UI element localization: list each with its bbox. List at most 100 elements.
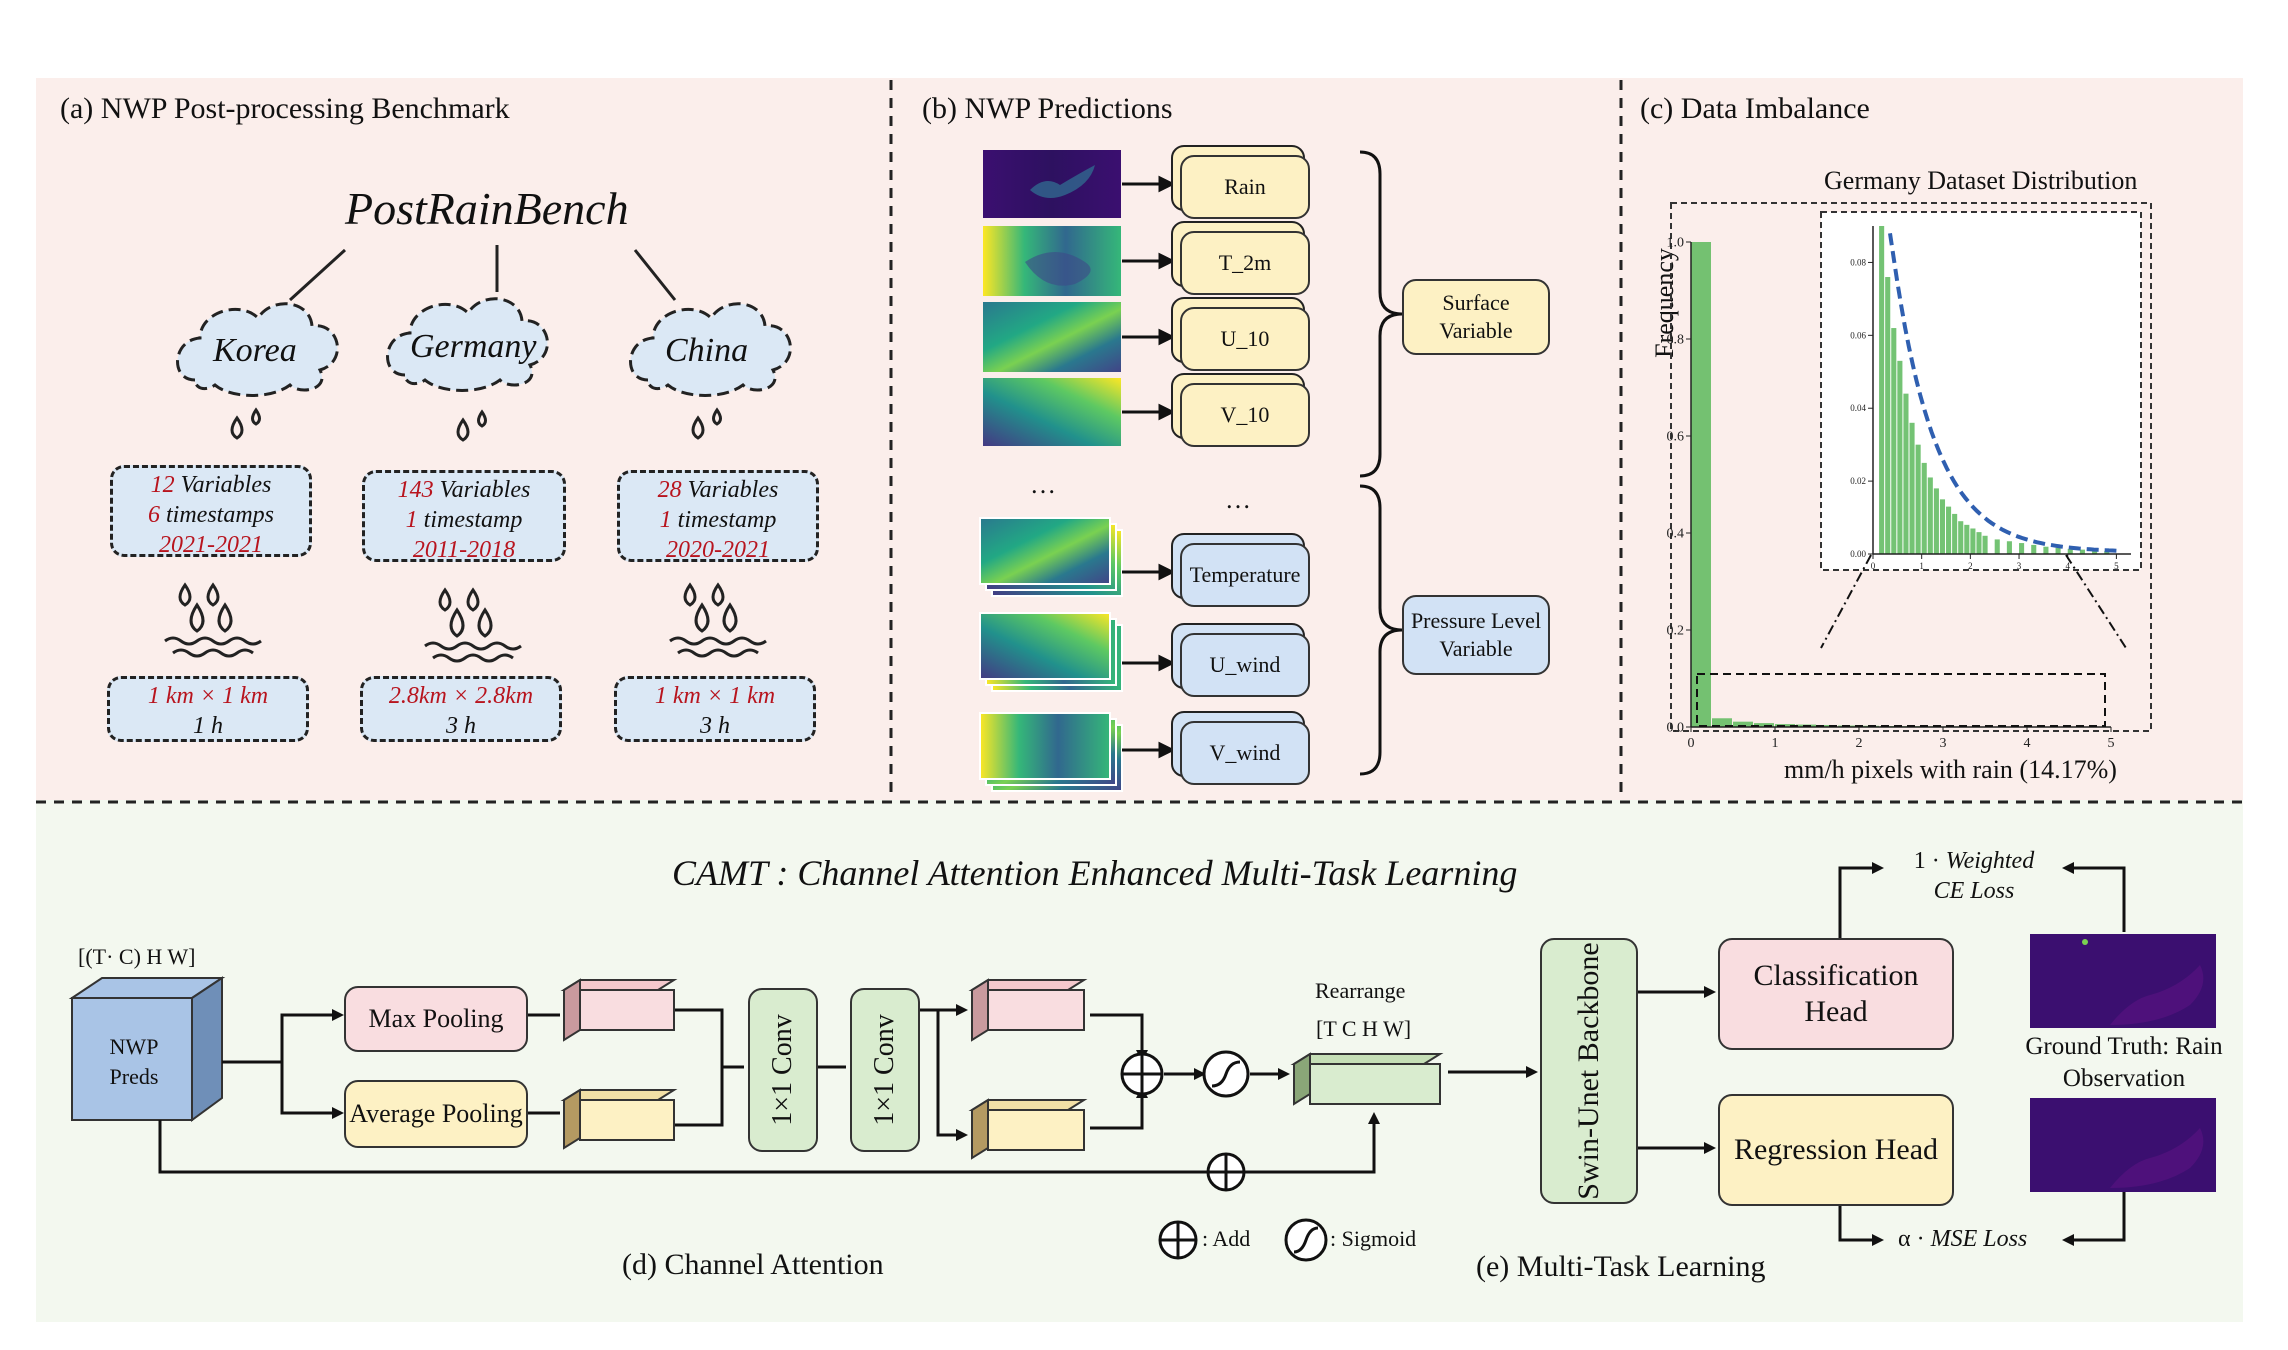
inset-hist-bar [1879,226,1885,554]
rearrange-label: Rearrange [1315,978,1406,1003]
inset-hist-bar [1921,462,1927,554]
main-hist-x-tick-label: 1 [1772,736,1779,750]
inset-hist-bar [1958,521,1964,554]
classification-head: Classification Head [1718,938,1954,1050]
var-v10: V_10 [1180,383,1310,447]
inset-hist-bar [2079,549,2085,554]
resolution-china: 1 km × 1 km 3 h [614,676,816,742]
korea-ts-label: timestamps [166,502,274,528]
inset-hist-x-tick-label: 2 [1968,561,1973,571]
dataset-info-china: 28 Variables 1 timestamp 2020-2021 [617,470,819,563]
korea-num-vars: 12 [150,472,175,498]
cloud-label-china: China [665,332,749,369]
china-num-vars: 28 [657,477,682,503]
inset-hist-bar [2019,543,2025,554]
legend-sigmoid-icon [1284,1218,1328,1262]
legend-add-label: : Add [1202,1226,1251,1251]
china-years: 2020-2021 [666,537,770,563]
korea-num-ts: 6 [148,502,160,528]
panel-d-caption: (d) Channel Attention [622,1248,884,1281]
inset-hist-bar [1915,444,1921,554]
inset-hist-bar [1885,277,1891,554]
germany-interval: 3 h [446,713,476,739]
add-symbol-main [1120,1052,1164,1096]
inset-hist-y-tick-label: 0.02 [1850,476,1866,486]
china-num-ts: 1 [659,507,672,533]
germany-years: 2011-2018 [412,537,516,563]
inset-hist-bar [1976,532,1982,554]
inset-hist-bar [1909,422,1915,554]
korea-vars-label: Variables [180,472,272,498]
germany-num-ts: 1 [405,507,418,533]
inset-hist-bar [2092,550,2098,554]
ground-truth-label: Ground Truth: Rain Observation [2025,1033,2223,1092]
ellipsis-maps: … [1030,470,1056,499]
inset-hist-bar [1952,513,1958,554]
main-hist-x-tick-label: 4 [2024,736,2031,750]
korea-resolution: 1 km × 1 km [147,683,269,709]
ground-truth-image-2 [2030,1098,2216,1192]
avg-pooling-block: Average Pooling [344,1080,528,1148]
resolution-korea: 1 km × 1 km 1 h [107,676,309,742]
mse-loss-label: α · MSE Loss [1898,1226,2027,1253]
inset-hist-bar [1964,524,1970,554]
inset-hist-y-tick-label: 0.08 [1850,257,1866,267]
var-vwind: V_wind [1180,721,1310,785]
max-pooling-block: Max Pooling [344,986,528,1052]
inset-hist-bar [1939,499,1946,554]
panel-a-graphics [164,245,792,663]
swin-unet-backbone: Swin-Unet Backbone [1540,938,1638,1204]
chart-title: Germany Dataset Distribution [1824,166,2138,195]
china-vars-label: Variables [687,477,779,503]
cloud-label-germany: Germany [410,328,537,365]
add-symbol-residual [1206,1152,1246,1192]
ce-loss-weight: 1 · [1913,848,1946,874]
ce-loss-label: 1 · Weighted CE Loss [1886,846,2062,906]
main-hist-x-tick-label: 5 [2108,736,2115,750]
map-uwind-stack [979,612,1123,692]
resolution-germany: 2.8km × 2.8km 3 h [360,676,562,742]
panel-c-title: (c) Data Imbalance [1640,92,1870,125]
conv2-block: 1×1 Conv [850,988,920,1152]
cloud-germany [386,297,549,392]
panel-b-title: (b) NWP Predictions [922,92,1173,125]
inset-hist-bar [2043,546,2049,554]
inset-hist-bar [2031,544,2037,554]
inset-hist-y-tick-label: 0.04 [1850,403,1866,413]
china-resolution: 1 km × 1 km [654,683,776,709]
main-hist-y-tick-label: 0.8 [1667,333,1685,348]
china-ts-label: timestamp [677,507,777,533]
inset-hist-bar [1970,528,1976,554]
main-hist-y-tick-label: 0.2 [1667,624,1685,639]
rearrange-shape: [T C H W] [1316,1016,1412,1041]
var-uwind: U_wind [1180,633,1310,697]
inset-fit-curve [1888,233,2117,553]
map-rain [983,150,1121,218]
main-hist-bar [1733,721,1753,727]
inset-hist-bar [1927,477,1933,554]
korea-years: 2021-2021 [159,532,263,558]
dataset-info-korea: 12 Variables 6 timestamps 2021-2021 [110,465,312,558]
main-hist-x-tick-label: 2 [1856,736,1863,750]
inset-hist-bar [1903,393,1909,554]
germany-vars-label: Variables [439,477,531,503]
var-t2m: T_2m [1180,231,1310,295]
inset-hist-bar [1897,360,1903,554]
inset-hist-bar [1982,535,1988,554]
main-hist-y-tick-label: 1.0 [1667,236,1685,251]
var-u10: U_10 [1180,307,1310,371]
backbone-label: Swin-Unet Backbone [1572,942,1605,1200]
mse-loss-weight: α · [1898,1226,1931,1252]
main-hist-y-tick-label: 0.4 [1667,527,1685,542]
regression-head: Regression Head [1718,1094,1954,1206]
map-v10 [983,378,1121,446]
inset-hist-bar [1946,506,1952,554]
nwp-cube [68,976,226,1122]
legend-add-icon [1158,1220,1198,1260]
main-hist-bar [1691,242,1711,727]
map-temperature-stack [979,517,1123,597]
cloud-label-korea: Korea [213,332,297,369]
inset-hist-bar [1933,488,1939,554]
